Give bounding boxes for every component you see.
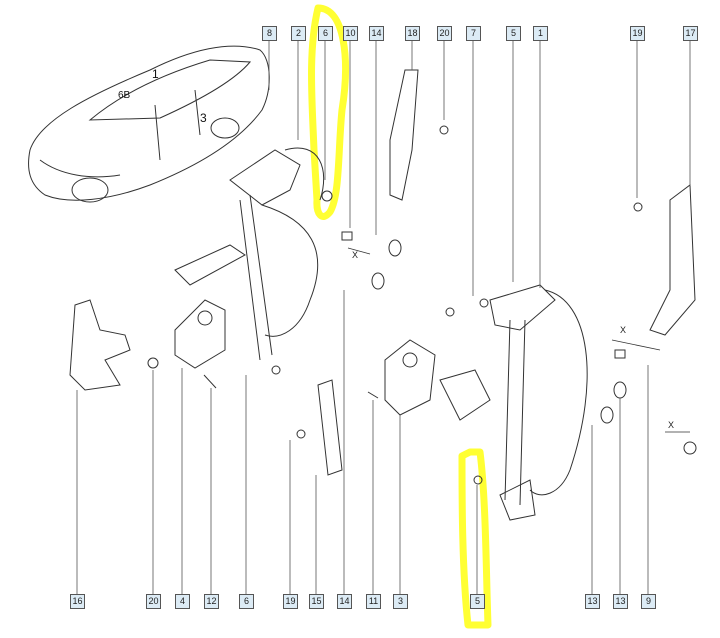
car-illustration [28,45,270,203]
car-mark-text: 3 [200,111,207,125]
callout-label: 14 [369,26,384,41]
callout-label: 20 [146,594,161,609]
callout-label: 3 [393,594,408,609]
callout-label: 16 [70,594,85,609]
motor-left [174,299,226,369]
callout-label: 20 [437,26,452,41]
clip-icon [371,239,627,424]
axis-arrow [347,247,690,433]
callout-label: 14 [337,594,352,609]
car-mark-text: 1 [152,67,159,81]
highlight-stroke-top [308,4,349,220]
callout-label: 8 [262,26,277,41]
highlight-stroke-bottom [458,448,492,629]
trim-strip-right [649,184,696,336]
trim-strip [317,379,343,476]
callout-label: 11 [366,594,381,609]
callout-label: 1 [533,26,548,41]
window-regulator-right [439,284,588,521]
motor-right [384,339,436,416]
trim-strip-top [389,69,419,201]
callout-label: 15 [309,594,324,609]
callout-label: 6 [318,26,333,41]
window-regulator-left [174,147,325,361]
callout-label: 19 [630,26,645,41]
axis-label: X [668,420,674,430]
callout-label: 2 [291,26,306,41]
callout-label: 13 [585,594,600,609]
callout-label: 5 [470,594,485,609]
callout-label: 9 [641,594,656,609]
car-mark-text: 6B [118,90,131,101]
nut-icon [147,125,697,485]
axis-label: X [352,250,358,260]
callout-label: 7 [466,26,481,41]
leader-lines [76,38,691,595]
callout-label: 19 [283,594,298,609]
bolt-icon [203,231,626,399]
callout-label: 4 [175,594,190,609]
callout-label: 10 [343,26,358,41]
callout-label: 6 [239,594,254,609]
callout-label: 13 [613,594,628,609]
callout-label: 12 [204,594,219,609]
callout-label: 17 [683,26,698,41]
callout-label: 5 [506,26,521,41]
bracket-left [69,299,131,391]
callout-label: 18 [405,26,420,41]
axis-label: X [620,325,626,335]
